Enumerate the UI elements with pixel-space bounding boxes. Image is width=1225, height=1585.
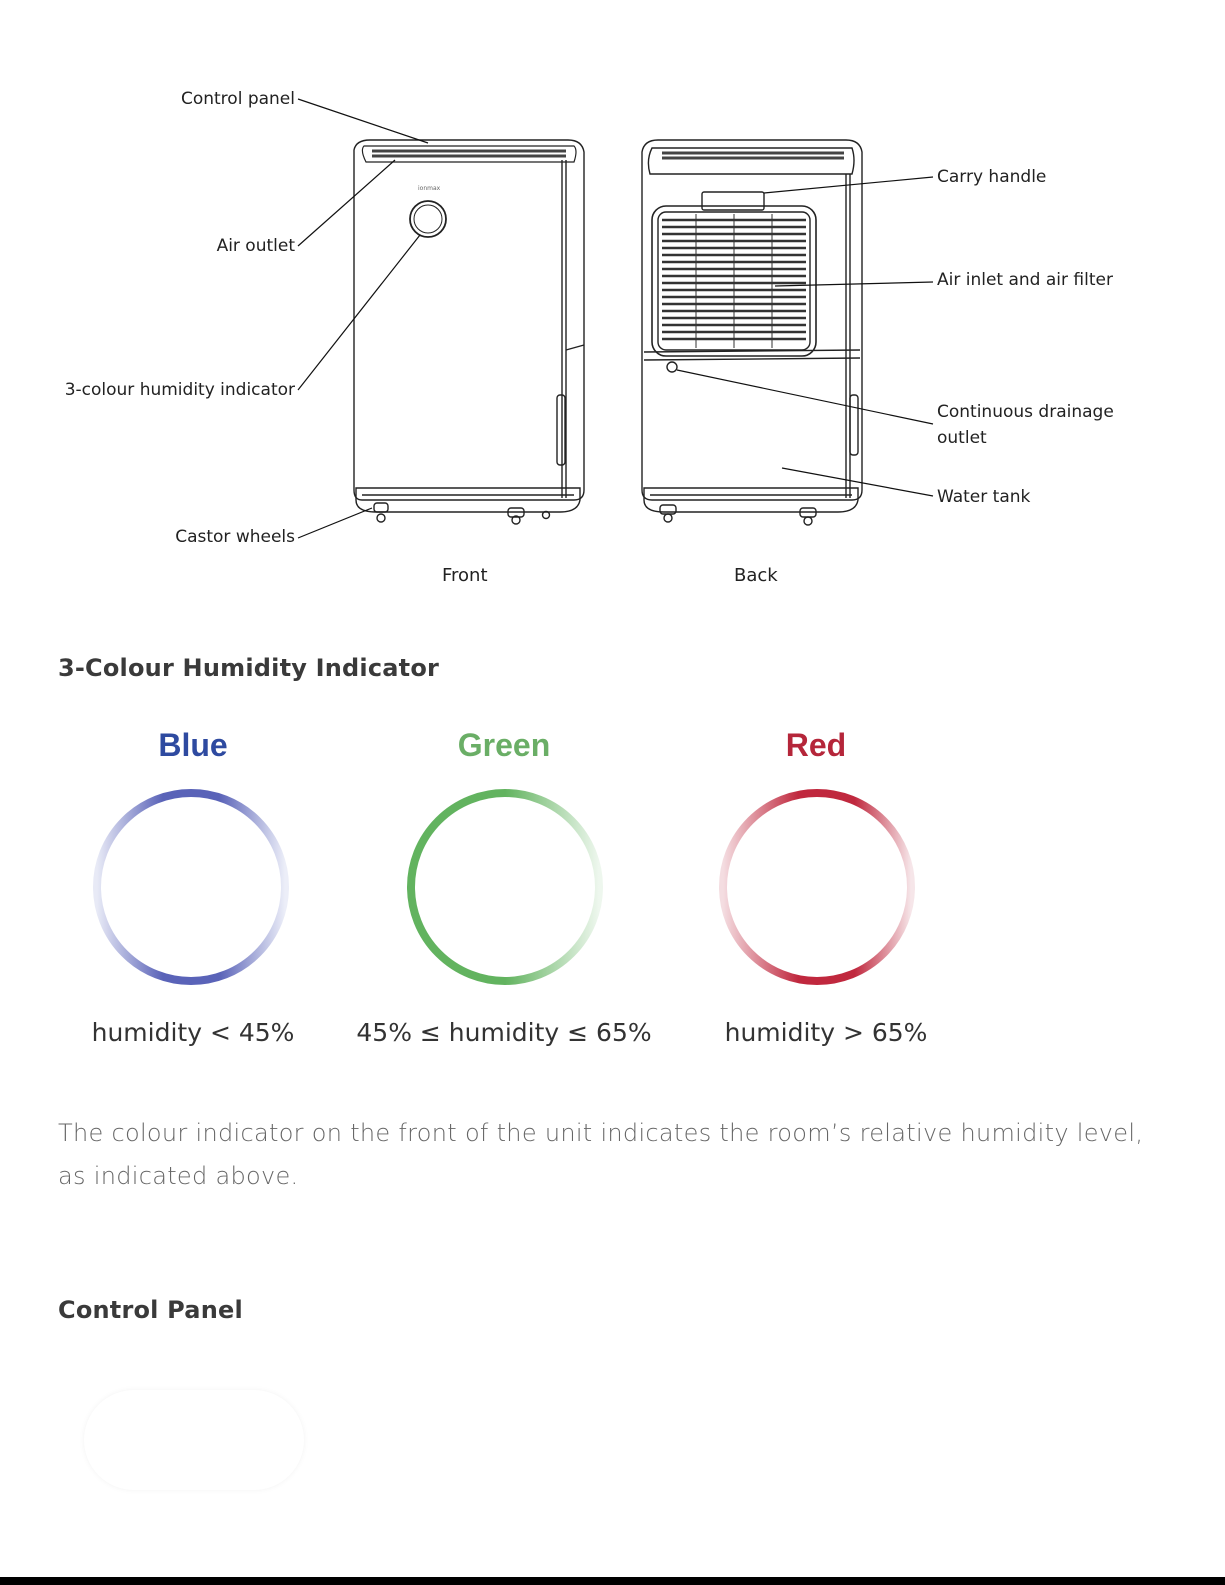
callout-air-outlet: Air outlet xyxy=(216,236,295,256)
callout-drainage-outlet-line2: outlet xyxy=(937,428,987,448)
brand-text: ionmax xyxy=(418,185,441,192)
callout-humidity-indicator: 3-colour humidity indicator xyxy=(64,380,295,400)
page-bottom-border xyxy=(0,1577,1225,1585)
callout-control-panel: Control panel xyxy=(180,89,295,109)
callout-water-tank: Water tank xyxy=(937,487,1031,507)
ring-caption-green: 45% ≤ humidity ≤ 65% xyxy=(356,1018,652,1047)
callout-drainage-outlet-line1: Continuous drainage xyxy=(937,402,1114,422)
ring-caption-blue: humidity < 45% xyxy=(91,1018,295,1047)
control-panel-image xyxy=(84,1390,304,1490)
ring-green-icon xyxy=(407,789,603,985)
dehumidifier-illustration: ionmax xyxy=(297,98,934,539)
front-view-label: Front xyxy=(442,565,488,586)
ring-title-blue: Blue xyxy=(158,727,228,763)
control-panel-heading: Control Panel xyxy=(58,1296,243,1324)
callout-carry-handle: Carry handle xyxy=(937,167,1047,187)
ring-blue-icon xyxy=(93,789,289,985)
back-view-label: Back xyxy=(734,565,778,586)
humidity-indicator-description: The colour indicator on the front of the… xyxy=(58,1119,1144,1190)
ring-caption-red: humidity > 65% xyxy=(724,1018,928,1047)
humidity-indicator-heading: 3-Colour Humidity Indicator xyxy=(58,654,440,682)
ring-title-green: Green xyxy=(457,727,551,763)
callout-castor-wheels: Castor wheels xyxy=(175,527,295,547)
ring-title-red: Red xyxy=(785,727,847,763)
product-diagram: ionmax xyxy=(0,0,1225,610)
ring-red-icon xyxy=(719,789,915,985)
callout-air-inlet: Air inlet and air filter xyxy=(937,270,1113,290)
